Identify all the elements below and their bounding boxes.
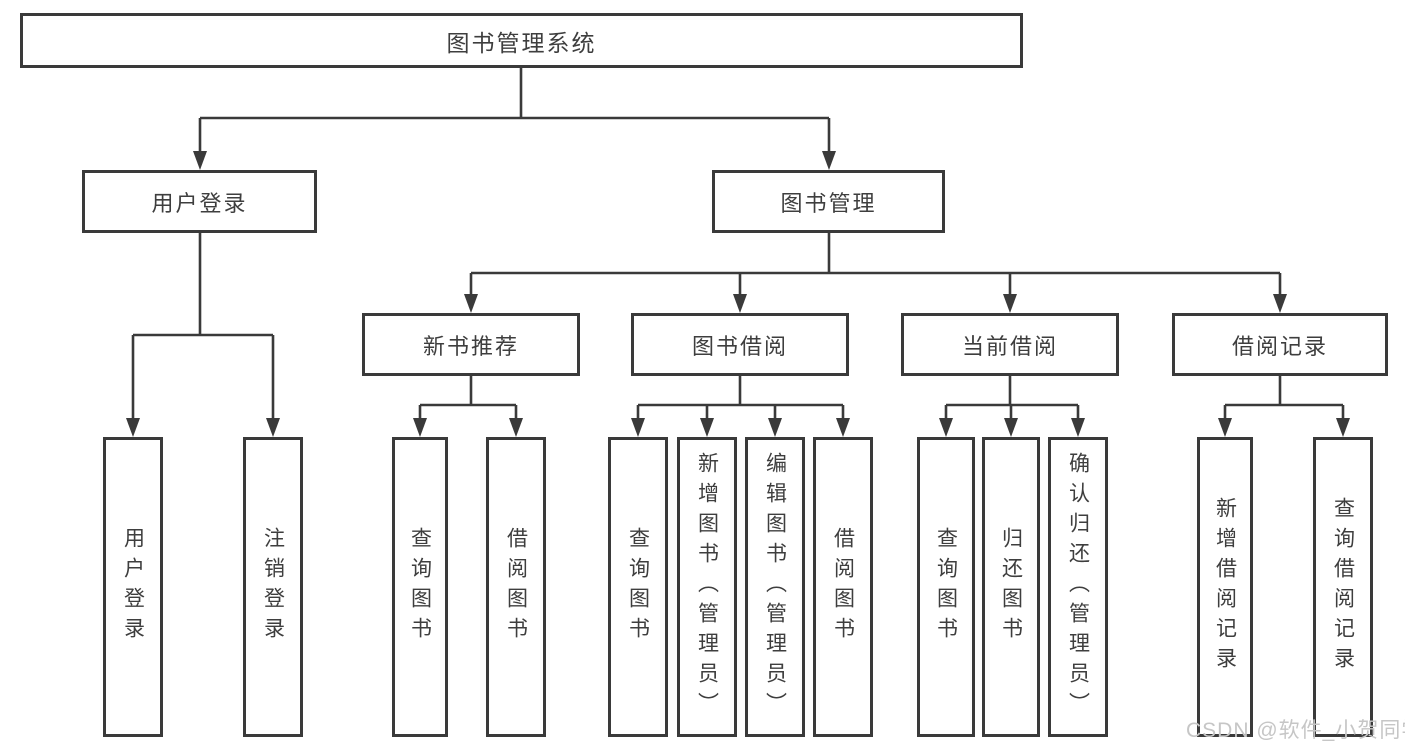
leaf-return-book: 归还图书 bbox=[982, 437, 1040, 737]
leaf-borrow-books-recommend: 借阅图书 bbox=[486, 437, 546, 737]
node-borrow-records: 借阅记录 bbox=[1172, 313, 1388, 376]
node-book-management: 图书管理 bbox=[712, 170, 945, 233]
arrowheads bbox=[126, 151, 1350, 437]
node-new-book-recommend: 新书推荐 bbox=[362, 313, 580, 376]
node-current-borrow: 当前借阅 bbox=[901, 313, 1119, 376]
leaf-logout: 注销登录 bbox=[243, 437, 303, 737]
node-library-management-system: 图书管理系统 bbox=[20, 13, 1023, 68]
leaf-add-book-admin: 新增图书（管理员） bbox=[677, 437, 737, 737]
leaf-borrow-books: 借阅图书 bbox=[813, 437, 873, 737]
leaf-user-login: 用户登录 bbox=[103, 437, 163, 737]
leaf-query-books-recommend: 查询图书 bbox=[392, 437, 448, 737]
leaf-query-borrow-record: 查询借阅记录 bbox=[1313, 437, 1373, 737]
leaf-confirm-return-admin: 确认归还（管理员） bbox=[1048, 437, 1108, 737]
leaf-query-books-borrow: 查询图书 bbox=[608, 437, 668, 737]
csdn-watermark: CSDN @软件_小贺同学 bbox=[1186, 719, 1405, 742]
leaf-add-borrow-record: 新增借阅记录 bbox=[1197, 437, 1253, 737]
node-book-borrow: 图书借阅 bbox=[631, 313, 849, 376]
leaf-edit-book-admin: 编辑图书（管理员） bbox=[745, 437, 805, 737]
node-user-login: 用户登录 bbox=[82, 170, 317, 233]
leaf-query-books-current: 查询图书 bbox=[917, 437, 975, 737]
